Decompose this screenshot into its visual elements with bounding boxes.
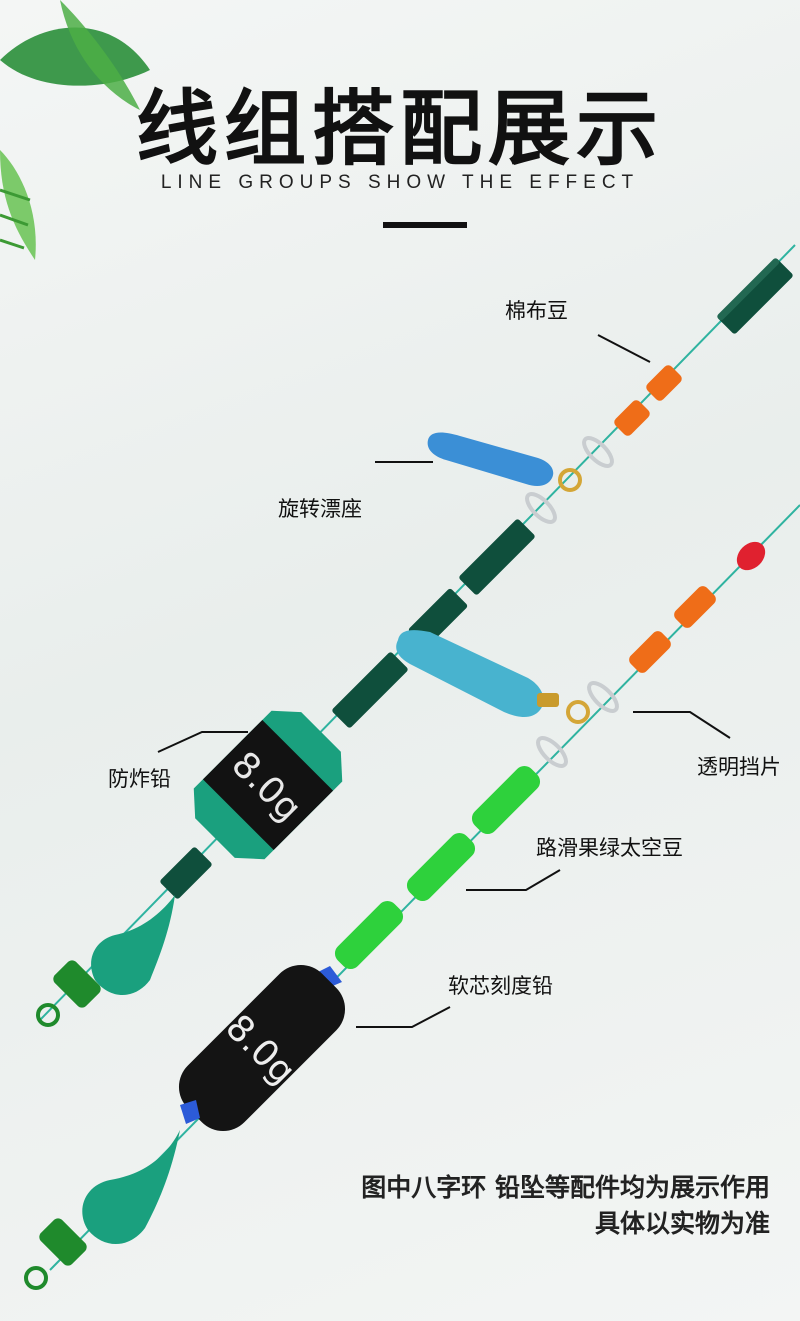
notice-line-1: 图中八字环 铅坠等配件均为展示作用 — [361, 1173, 770, 1202]
clear-stopper — [525, 492, 557, 524]
clear-stopper — [582, 436, 614, 468]
orange-bead — [614, 400, 650, 436]
orange-bead — [646, 365, 682, 401]
orange-bead — [674, 586, 716, 628]
dark-green-tube — [717, 258, 793, 334]
red-bead — [736, 541, 766, 571]
teal-sinker — [36, 895, 175, 1027]
page-subtitle: LINE GROUPS SHOW THE EFFECT — [160, 172, 640, 193]
leader-lines — [157, 334, 731, 1028]
dark-green-tube — [160, 847, 212, 899]
label-green-space-bean: 路滑果绿太空豆 — [536, 836, 683, 860]
green-space-bean — [406, 832, 476, 902]
label-explosion-proof-lead: 防炸铅 — [108, 767, 171, 791]
clear-stopper — [536, 736, 568, 768]
label-soft-core-scale-lead: 软芯刻度铅 — [448, 974, 553, 998]
blue-float-seat — [427, 432, 582, 492]
label-swivel-float-seat: 旋转漂座 — [278, 497, 362, 521]
green-space-bean — [334, 900, 404, 970]
light-blue-float-seat — [396, 630, 590, 724]
clear-stopper — [587, 681, 619, 713]
label-clear-stopper: 透明挡片 — [697, 755, 781, 779]
teal-sinker — [24, 1130, 180, 1290]
orange-bead — [629, 631, 671, 673]
soft-core-scale-lead: 8.0g — [178, 964, 346, 1132]
page-title: 线组搭配展示 — [135, 82, 664, 177]
notice-line-2: 具体以实物为准 — [594, 1209, 770, 1238]
title-divider — [383, 222, 467, 228]
explosion-proof-lead: 8.0g — [193, 710, 343, 860]
dark-green-tube — [459, 519, 535, 595]
label-cotton-bead: 棉布豆 — [505, 299, 568, 323]
green-space-bean — [471, 765, 541, 835]
dark-green-tube — [332, 652, 408, 728]
leaf-decoration — [0, 0, 150, 260]
